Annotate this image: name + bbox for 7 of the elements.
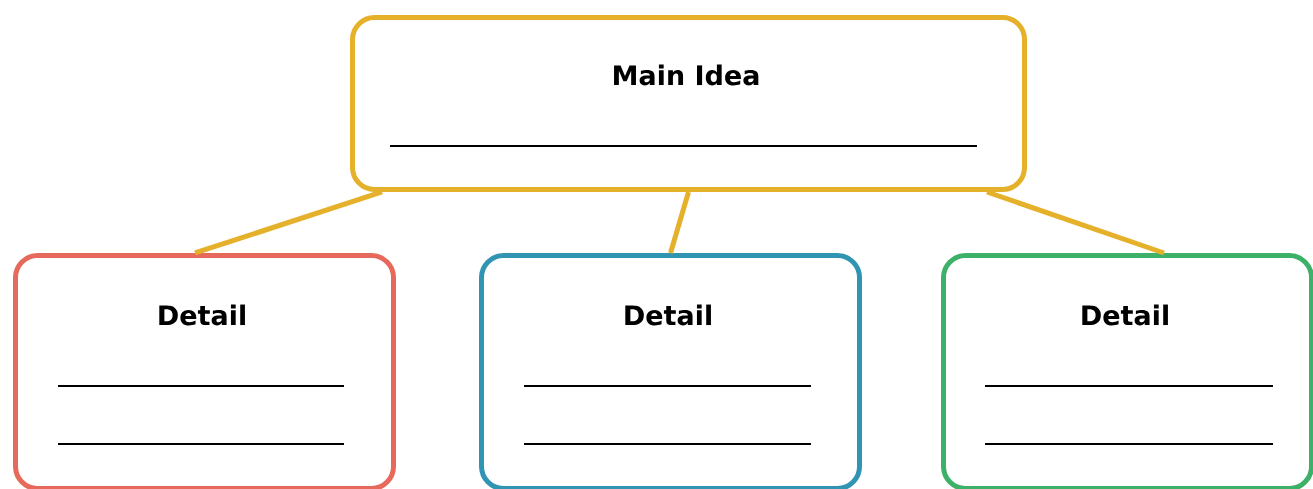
detail-box: Detail: [479, 253, 862, 489]
main-idea-box: Main Idea: [350, 15, 1027, 192]
connector-line: [668, 191, 691, 254]
detail-box: Detail: [941, 253, 1313, 489]
detail-box: Detail: [13, 253, 396, 489]
connector-line: [986, 189, 1165, 256]
connector-line: [194, 189, 383, 256]
